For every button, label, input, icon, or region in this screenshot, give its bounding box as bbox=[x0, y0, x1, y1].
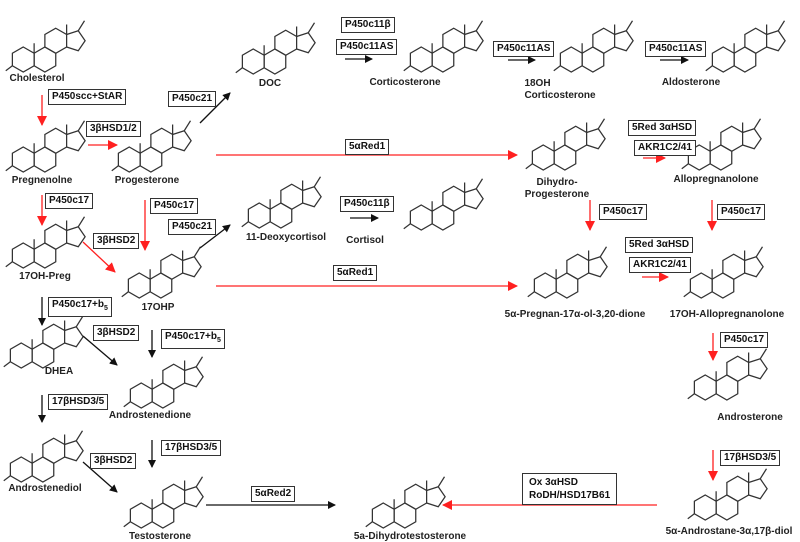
enzyme-p450c17: P450c17 bbox=[150, 198, 199, 214]
enzyme-5ared1: 5αRed1 bbox=[345, 139, 390, 155]
compound-androstanediol: 5α-Androstane-3α,17β-diol bbox=[665, 526, 793, 537]
steroid-structure bbox=[365, 476, 446, 529]
compound-dihydro-line2: Progesterone bbox=[524, 189, 590, 200]
compound-testosterone: Testosterone bbox=[128, 531, 192, 542]
enzyme-p450c11as: P450c11AS bbox=[493, 41, 555, 57]
compound-5a-pregnan-dione: 5α-Pregnan-17α-ol-3,20-dione bbox=[504, 309, 646, 320]
steroid-structure bbox=[687, 468, 768, 521]
compound-corticosterone: Corticosterone bbox=[369, 77, 441, 88]
compound-17ohp: 17OHP bbox=[141, 302, 175, 313]
enzyme-3bhsd1-2: 3βHSD1/2 bbox=[86, 121, 141, 137]
enzyme-p450c21: P450c21 bbox=[168, 91, 217, 107]
compound-cholesterol: Cholesterol bbox=[9, 73, 65, 84]
steroid-structure bbox=[553, 20, 634, 73]
enzyme-3bhsd2: 3βHSD2 bbox=[93, 233, 140, 249]
compound-doc: DOC bbox=[258, 78, 282, 89]
steroid-structure bbox=[705, 20, 786, 73]
enzyme-p450c11b: P450c11β bbox=[341, 17, 395, 33]
compound-androsterone: Androsterone bbox=[717, 412, 783, 423]
enzyme-label: P450c17+b bbox=[52, 299, 104, 310]
enzyme-p450scc-star: P450scc+StAR bbox=[48, 89, 127, 105]
enzyme-p450c17: P450c17 bbox=[45, 193, 94, 209]
b5-subscript: 5 bbox=[217, 337, 221, 344]
enzyme-p450c17: P450c17 bbox=[720, 332, 769, 348]
enzyme-akr1c2-41: AKR1C2/41 bbox=[634, 140, 696, 156]
enzyme-p450c21: P450c21 bbox=[168, 219, 217, 235]
compound-dihydroprogesterone: Dihydro-Progesterone bbox=[525, 177, 589, 201]
steroid-structure bbox=[403, 178, 484, 231]
compound-dhea: DHEA bbox=[44, 366, 74, 377]
enzyme-ox-line2: RoDH/HSD17B61 bbox=[529, 490, 611, 501]
enzyme-p450c11as: P450c11AS bbox=[336, 39, 398, 55]
compound-cortisol: Cortisol bbox=[346, 235, 384, 246]
enzyme-ox-line1: Ox 3αHSD bbox=[529, 477, 578, 488]
enzyme-17bhsd3-5: 17βHSD3/5 bbox=[48, 394, 109, 410]
steroid-structure bbox=[123, 356, 204, 409]
steroid-structure bbox=[683, 246, 764, 299]
steroid-structure bbox=[5, 120, 86, 173]
steroid-structure bbox=[235, 22, 316, 75]
steroid-structure bbox=[3, 316, 84, 369]
compound-allopregnanolone: Allopregnanolone bbox=[673, 174, 759, 185]
compound-dihydrotestosterone: 5a-Dihydrotestosterone bbox=[353, 531, 467, 542]
enzyme-5ared2: 5αRed2 bbox=[251, 486, 296, 502]
compound-17oh-allopregnanolone: 17OH-Allopregnanolone bbox=[669, 309, 785, 320]
compound-11-deoxycortisol: 11-Deoxycortisol bbox=[245, 232, 327, 243]
compound-dihydro-line1: Dihydro- bbox=[536, 177, 578, 188]
compound-17oh-preg: 17OH-Preg bbox=[19, 271, 71, 282]
b5-subscript: 5 bbox=[104, 305, 108, 312]
enzyme-5red-3ahsd: 5Red 3αHSD bbox=[628, 120, 697, 136]
steroid-structure bbox=[5, 216, 86, 269]
steroid-structure bbox=[525, 118, 606, 171]
reaction-arrow-black bbox=[199, 92, 231, 124]
enzyme-3bhsd2: 3βHSD2 bbox=[93, 325, 140, 341]
reaction-arrow-red bbox=[82, 241, 116, 273]
steroid-structure bbox=[5, 20, 86, 73]
enzyme-p450c17-b5: P450c17+b5 bbox=[48, 297, 112, 317]
enzyme-p450c17: P450c17 bbox=[599, 204, 648, 220]
compound-pregnenolone: Pregnenolne bbox=[11, 175, 73, 186]
compound-androstenedione: Androstenedione bbox=[108, 410, 192, 421]
compound-18oh-line1: 18OH bbox=[524, 78, 551, 89]
enzyme-17bhsd3-5: 17βHSD3/5 bbox=[161, 440, 222, 456]
enzyme-p450c17-b5: P450c17+b5 bbox=[161, 329, 225, 349]
steroid-structure bbox=[123, 476, 204, 529]
enzyme-p450c11b: P450c11β bbox=[340, 196, 394, 212]
enzyme-3bhsd2: 3βHSD2 bbox=[90, 453, 137, 469]
compound-androstenediol: Androstenediol bbox=[8, 483, 82, 494]
enzyme-5red-3ahsd: 5Red 3αHSD bbox=[625, 237, 694, 253]
reaction-arrow-black bbox=[82, 335, 118, 366]
enzyme-ox-3ahsd-rodh: Ox 3αHSD RoDH/HSD17B61 bbox=[522, 473, 618, 505]
reaction-arrow-black bbox=[199, 224, 231, 249]
reaction-arrow-black bbox=[82, 461, 118, 493]
steroid-structure bbox=[121, 246, 202, 299]
enzyme-akr1c2-41: AKR1C2/41 bbox=[629, 257, 691, 273]
enzyme-5ared1: 5αRed1 bbox=[333, 265, 378, 281]
compound-aldosterone: Aldosterone bbox=[661, 77, 721, 88]
enzyme-17bhsd3-5: 17βHSD3/5 bbox=[720, 450, 781, 466]
steroid-structure bbox=[527, 246, 608, 299]
steroid-structure bbox=[687, 348, 768, 401]
enzyme-p450c11as: P450c11AS bbox=[645, 41, 707, 57]
steroid-structure bbox=[403, 20, 484, 73]
compound-progesterone: Progesterone bbox=[114, 175, 180, 186]
compound-18oh-line2: Corticosterone bbox=[524, 90, 596, 101]
enzyme-label: P450c17+b bbox=[165, 331, 217, 342]
steroid-structure bbox=[241, 176, 322, 229]
steroid-structure bbox=[3, 430, 84, 483]
enzyme-p450c17: P450c17 bbox=[717, 204, 766, 220]
